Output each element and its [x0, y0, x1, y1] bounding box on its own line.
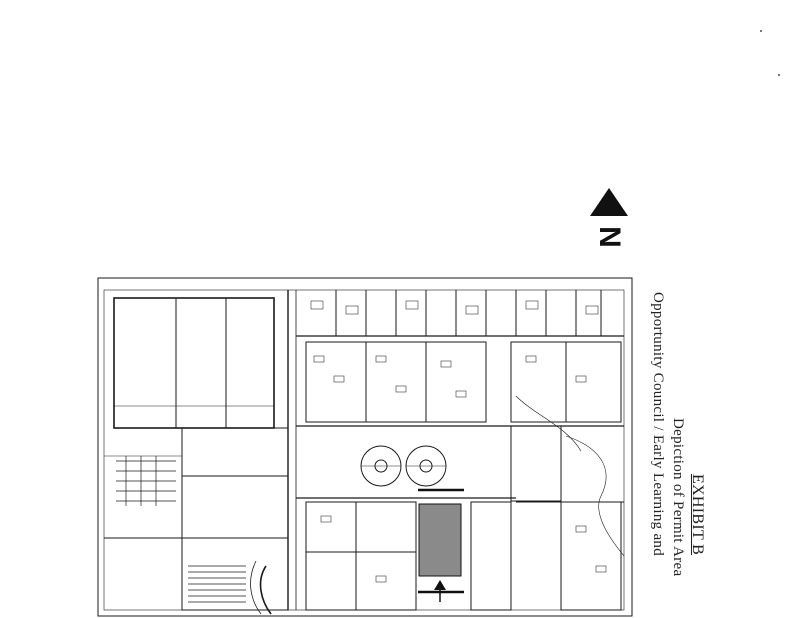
floor-plan	[97, 277, 633, 617]
exhibit-caption: EXHIBIT B Depiction of Permit Area Oppor…	[640, 292, 710, 618]
north-arrow-icon	[590, 188, 628, 216]
permit-area	[418, 503, 462, 577]
caption-line-1: Depiction of Permit Area	[670, 418, 686, 577]
north-label: N	[593, 226, 626, 248]
scan-speck	[760, 30, 762, 32]
scan-speck	[778, 74, 780, 76]
entry-arrow-icon	[434, 580, 446, 590]
north-arrow: N	[586, 186, 632, 256]
caption-line-2: Opportunity Council / Early Learning and	[650, 292, 666, 557]
exhibit-title: EXHIBIT B	[689, 474, 706, 556]
